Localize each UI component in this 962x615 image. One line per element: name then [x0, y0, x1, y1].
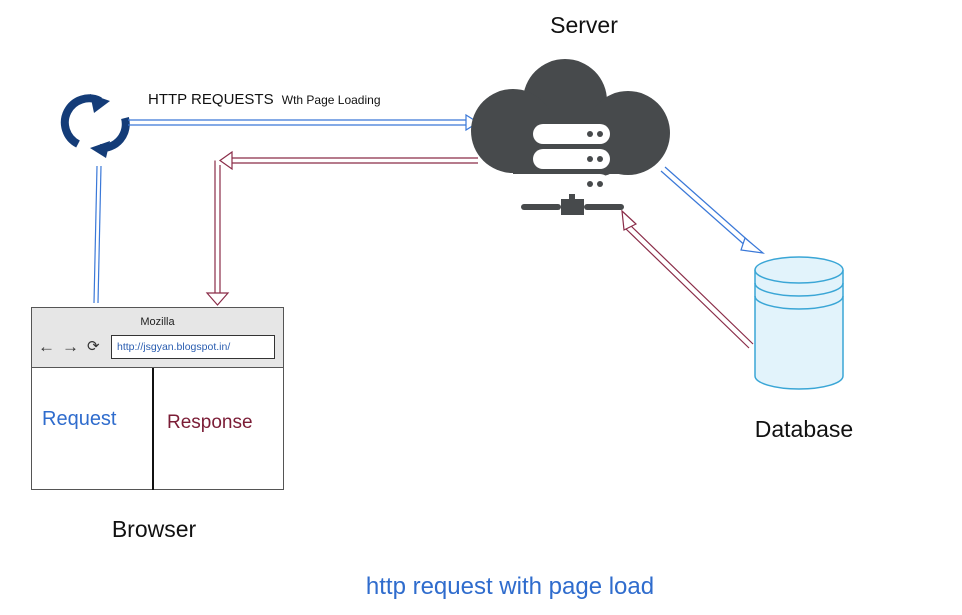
server-to-database-arrow [660, 166, 765, 254]
back-arrow-icon[interactable]: ← [38, 337, 55, 356]
database-cylinder-icon [754, 256, 844, 390]
http-requests-label: HTTP REQUESTS Wth Page Loading [148, 91, 381, 108]
request-arrow [93, 113, 480, 304]
refresh-cycle-icon [60, 94, 130, 158]
browser-window: Mozilla ← → ⟳ http://jsgyan.blogspot.in/… [31, 307, 284, 490]
database-label: Database [755, 416, 853, 442]
diagram-caption: http request with page load [366, 573, 654, 600]
request-pane-label: Request [42, 408, 117, 430]
response-pane-label: Response [167, 412, 253, 433]
address-bar[interactable]: http://jsgyan.blogspot.in/ [111, 335, 275, 359]
server-label: Server [550, 12, 618, 38]
pane-divider [152, 368, 154, 490]
browser-titlebar: Mozilla ← → ⟳ http://jsgyan.blogspot.in/ [32, 308, 283, 368]
database-to-server-arrow [621, 209, 754, 349]
response-arrow [205, 150, 478, 306]
page-loading-text: Wth Page Loading [282, 93, 381, 107]
reload-icon[interactable]: ⟳ [87, 338, 100, 355]
browser-title: Mozilla [140, 316, 175, 328]
cloud-server-icon [471, 59, 670, 215]
http-requests-text: HTTP REQUESTS [148, 91, 274, 108]
browser-label: Browser [112, 516, 197, 542]
forward-arrow-icon[interactable]: → [62, 337, 79, 356]
